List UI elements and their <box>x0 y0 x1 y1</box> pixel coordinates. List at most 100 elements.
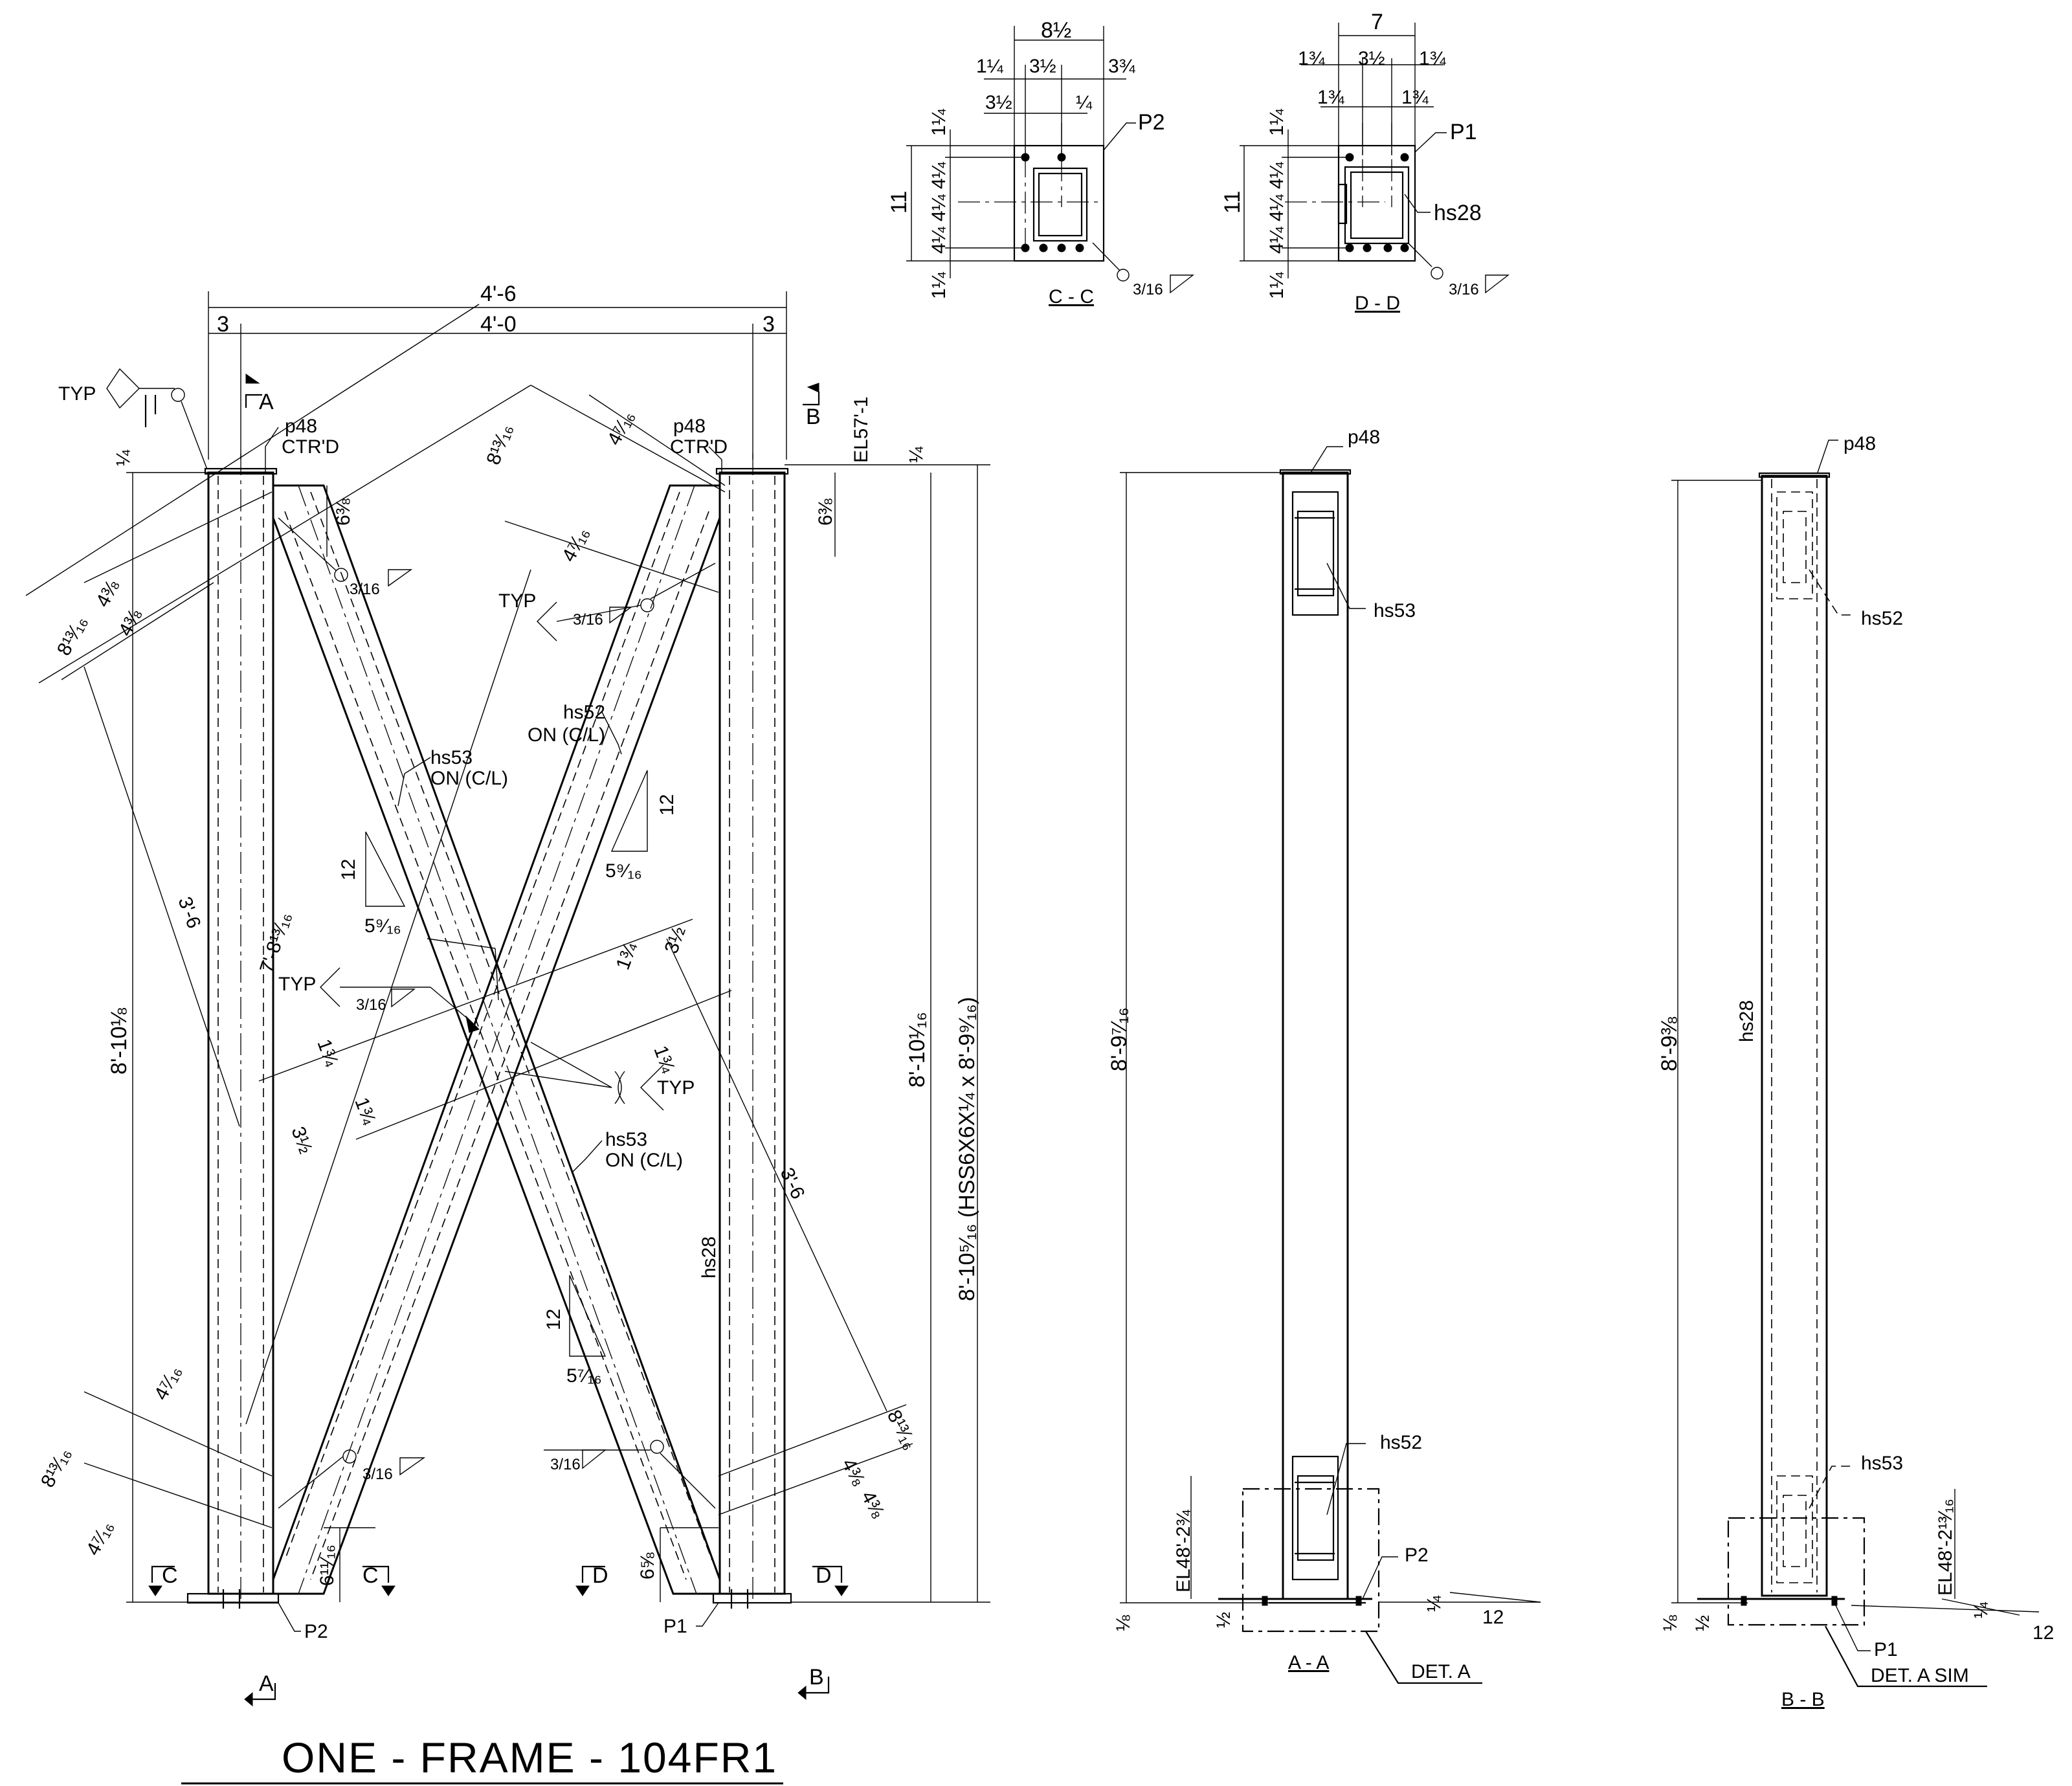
overall-height-left: 8'-10⅛ <box>107 1007 131 1075</box>
dim-label: ⅛ <box>1113 1614 1134 1631</box>
cap-note: CTR'D <box>282 436 339 458</box>
bolt-hole <box>1057 243 1066 252</box>
column-b-b <box>1761 474 1828 1597</box>
on-cl-note: ON (C/L) <box>605 1150 683 1171</box>
dim-label: ⅛ <box>1660 1614 1681 1631</box>
member-label: hs53 <box>1374 600 1416 621</box>
slope-label: 12 <box>1482 1607 1504 1628</box>
slope-label: 12 <box>2033 1622 2054 1644</box>
dim-top: 3½ <box>985 92 1012 113</box>
dim-label: 1¾ <box>313 1036 342 1069</box>
dim-top: 3½ <box>1029 56 1056 77</box>
dim-top: 3¾ <box>1108 56 1136 77</box>
column-label-hs28: hs28 <box>1736 1000 1757 1042</box>
section-marker-b: B <box>806 405 821 429</box>
section-marker-b: B <box>809 1665 824 1690</box>
dim-label: 8¹³⁄₁₆ <box>53 612 91 659</box>
base-plate-right <box>712 1592 792 1604</box>
section-marker-a: A <box>259 390 274 414</box>
typ-note: TYP <box>498 590 536 612</box>
brace-label-hs53: hs53 <box>605 1129 647 1150</box>
section-d-d: 7 1¾ 3½ 1¾ 1¾ 1¾ 1¼ 11 4¼ 4¼ 4¼ 1¼ P1 hs… <box>1220 10 1510 314</box>
dim-side: 4¼ <box>928 194 950 221</box>
dim-top: 1¾ <box>1298 48 1326 69</box>
dim-label: 3½ <box>661 924 690 956</box>
offset-dim: 3 <box>763 312 775 337</box>
dim-label: 6¹¹⁄₁₆ <box>317 1545 338 1586</box>
weld-size: 3/16 <box>550 1456 581 1473</box>
dim-side: 4¼ <box>1266 226 1287 254</box>
dim-label: 1¾ <box>649 1043 679 1076</box>
dim-label: 8¹³⁄₁₆ <box>37 1444 75 1491</box>
slope-rise: 12 <box>338 859 359 880</box>
section-marker-a: A <box>259 1671 274 1696</box>
dim-side: 4¼ <box>1266 194 1287 221</box>
detail-label: DET. A SIM <box>1871 1665 1969 1686</box>
view-b-b: 8'-9⅜ EL48'-2¹³⁄₁₆ hs28 ⅛ ½ ¼ 12 p48 hs5… <box>1657 433 2054 1710</box>
dim-side: 4¼ <box>1266 161 1287 189</box>
plate-label: P1 <box>1450 120 1477 144</box>
dim-label: 4⁷⁄₁₆ <box>150 1362 186 1403</box>
slope-run: 5⁹⁄₁₆ <box>364 915 401 937</box>
cap-plate-label: p48 <box>1844 433 1876 454</box>
dim-label: 4⅜ <box>838 1455 869 1490</box>
member-note: 8'-10⁵⁄₁₆ (HSS6X6X¼ x 8'-9⁹⁄₁₆) <box>955 997 979 1301</box>
on-cl-note: ON (C/L) <box>430 768 508 789</box>
cap-plate-label: p48 <box>285 416 317 437</box>
dim-side: 11 <box>887 191 911 214</box>
brace-label-hs53: hs53 <box>430 747 473 768</box>
dim-label: 7'-8¹³⁄₁₆ <box>256 910 295 976</box>
dim-side: 4¼ <box>928 161 950 189</box>
section-marker-d: D <box>592 1563 608 1588</box>
inner-width-dim: 4'-0 <box>480 312 517 337</box>
section-c-plate-outline <box>1013 144 1105 262</box>
dim-top: 3½ <box>1358 48 1385 69</box>
column-a-a <box>1282 471 1349 1600</box>
member-label: hs52 <box>1380 1432 1422 1453</box>
dim-top: 1¾ <box>1401 87 1429 108</box>
section-marker-c: C <box>162 1563 178 1588</box>
dim-top: 7 <box>1371 10 1383 34</box>
dim-label: 6⅜ <box>815 498 836 526</box>
weld-size: 3/16 <box>1133 281 1163 298</box>
dim-top: 1¾ <box>1317 87 1345 108</box>
dim-top: 1¾ <box>1419 48 1447 69</box>
dim-label: 1¾ <box>350 1095 380 1128</box>
dim-label: 6⅝ <box>637 1552 658 1579</box>
height-dim: 8'-9⁷⁄₁₆ <box>1107 1007 1131 1071</box>
on-cl-note: ON (C/L) <box>528 724 605 746</box>
weld-size: 3/16 <box>350 581 380 598</box>
overall-height-right: 8'-10¹⁄₁₆ <box>905 1012 930 1088</box>
view-a-a: 8'-9⁷⁄₁₆ EL48'-2¾ ⅛ ½ ¼ 12 p48 hs53 hs52… <box>1107 427 1541 1684</box>
detail-label: DET. A <box>1411 1661 1471 1682</box>
dim-side: 1¼ <box>1266 108 1287 136</box>
dim-quarter: ¼ <box>113 449 134 466</box>
slope-rise: 12 <box>656 794 678 816</box>
dim-top: 8½ <box>1041 18 1071 43</box>
offset-dim: 3 <box>217 312 229 337</box>
plate-label-p1: P1 <box>663 1616 687 1637</box>
cap-note: CTR'D <box>670 436 728 458</box>
detail-a-sim-boundary <box>1727 1517 1866 1626</box>
section-marker-d: D <box>816 1563 832 1588</box>
dim-label: 4⁷⁄₁₆ <box>558 524 594 565</box>
slope-triangle <box>365 831 406 907</box>
elevation-label: EL48'-2¹³⁄₁₆ <box>1935 1499 1956 1596</box>
dim-side: 11 <box>1220 191 1245 214</box>
section-label: A - A <box>1288 1652 1329 1673</box>
dim-side: 1¼ <box>928 108 950 136</box>
section-label: B - B <box>1781 1689 1825 1710</box>
typ-note: TYP <box>58 383 96 405</box>
slope-triangle <box>569 1275 607 1357</box>
dim-label: 3½ <box>287 1124 316 1156</box>
member-label: hs52 <box>1861 608 1903 629</box>
elevation-label: EL48'-2¾ <box>1173 1510 1194 1592</box>
dim-quarter: ¼ <box>906 446 927 463</box>
weld-size: 3/16 <box>356 996 386 1014</box>
dim-side: 1¼ <box>1266 271 1287 299</box>
slope-rise: 12 <box>543 1309 564 1330</box>
drawing-title-block: ONE - FRAME - 104FR1 <box>181 1734 783 1785</box>
main-frame-elevation: 4'-6 4'-0 3 3 <box>25 282 990 1707</box>
member-label: hs53 <box>1861 1453 1903 1474</box>
dim-side: 1¼ <box>928 271 950 299</box>
